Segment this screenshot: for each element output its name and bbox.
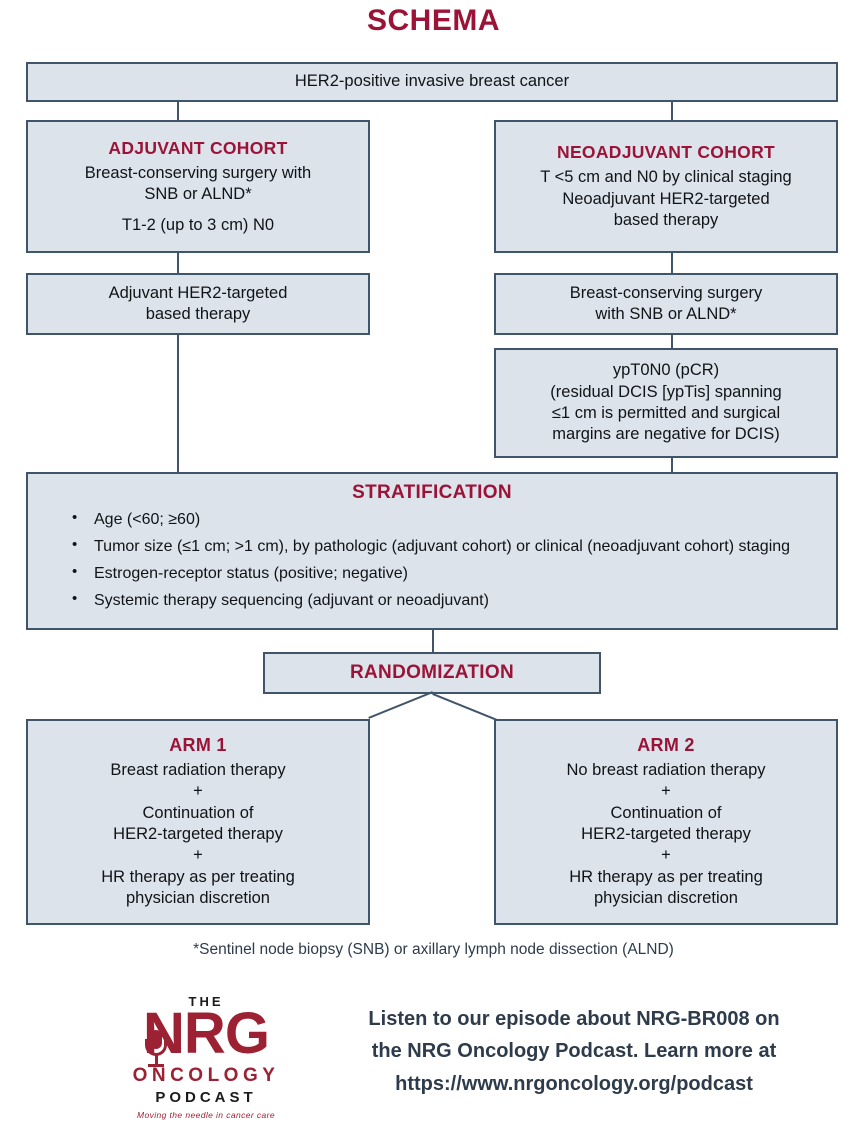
arm2-line-5: physician discretion	[594, 889, 738, 908]
stratification-factor-item: Systemic therapy sequencing (adjuvant or…	[72, 590, 818, 611]
neoadjuvant-cohort-line-2: Neoadjuvant HER2-targeted	[562, 189, 770, 208]
population-box: HER2-positive invasive breast cancer	[26, 62, 838, 102]
pcr-line-2: (residual DCIS [ypTis] spanning	[550, 382, 782, 401]
arm1-plus-1: +	[193, 782, 203, 801]
randomization-box: RANDOMIZATION	[263, 652, 601, 694]
podcast-promo-line-1: Listen to our episode about NRG-BR008 on	[368, 1008, 780, 1030]
adjuvant-cohort-line-2: SNB or ALND*	[144, 185, 252, 204]
pcr-line-4: margins are negative for DCIS)	[552, 425, 780, 444]
arm1-header: ARM 1	[169, 735, 227, 756]
neoadjuvant-cohort-box: NEOADJUVANT COHORT T <5 cm and N0 by cli…	[494, 120, 838, 253]
stratification-box: STRATIFICATION Age (<60; ≥60) Tumor size…	[26, 472, 838, 630]
adjuvant-therapy-box: Adjuvant HER2-targeted based therapy	[26, 273, 370, 335]
logo-the-text: THE	[188, 994, 224, 1009]
pcr-criteria-box: ypT0N0 (pCR) (residual DCIS [ypTis] span…	[494, 348, 838, 458]
adjuvant-therapy-line-2: based therapy	[145, 305, 251, 323]
arm1-line-1: Breast radiation therapy	[110, 760, 286, 779]
arm2-header: ARM 2	[637, 735, 695, 756]
connector-pcr-to-stratification	[671, 458, 673, 472]
logo-podcast-text: PODCAST	[155, 1089, 257, 1106]
podcast-promo-line-2: the NRG Oncology Podcast. Learn more at	[371, 1040, 777, 1063]
arm1-line-3: HER2-targeted therapy	[113, 824, 283, 843]
arm2-line-1: No breast radiation therapy	[566, 760, 766, 779]
connector-adjuvant-to-therapy	[177, 253, 179, 273]
connector-adjuvant-therapy-to-stratification	[177, 335, 179, 472]
footnote: *Sentinel node biopsy (SNB) or axillary …	[193, 941, 674, 958]
nrg-oncology-podcast-logo: THE NRG ONCOLOGY PODCAST Moving the need…	[118, 992, 294, 1124]
connector-stratification-to-randomization	[432, 630, 434, 652]
connector-surgery-to-pcr	[671, 335, 673, 348]
logo-oncology-text: ONCOLOGY	[132, 1065, 280, 1086]
podcast-promo-text: Listen to our episode about NRG-BR008 on…	[300, 1003, 848, 1100]
adjuvant-cohort-header: ADJUVANT COHORT	[108, 137, 288, 158]
arm2-line-2: Continuation of	[610, 803, 722, 822]
arm1-line-4: HR therapy as per treating	[101, 867, 295, 886]
connector-top-to-neoadjuvant	[671, 102, 673, 120]
podcast-promo-url[interactable]: https://www.nrgoncology.org/podcast	[395, 1072, 753, 1095]
arm1-box: ARM 1 Breast radiation therapy + Continu…	[26, 719, 370, 925]
connector-top-to-adjuvant	[177, 102, 179, 120]
pcr-line-1: ypT0N0 (pCR)	[612, 361, 720, 380]
microphone-icon	[145, 1030, 167, 1070]
randomization-header: RANDOMIZATION	[350, 661, 514, 683]
arm1-line-2: Continuation of	[142, 803, 254, 822]
connector-neoadjuvant-to-surgery	[671, 253, 673, 273]
logo-nrg-text: NRG	[143, 1001, 270, 1066]
adjuvant-cohort-box: ADJUVANT COHORT Breast-conserving surger…	[26, 120, 370, 253]
adjuvant-cohort-staging: T1-2 (up to 3 cm) N0	[121, 215, 275, 234]
arm2-line-3: HER2-targeted therapy	[581, 824, 751, 843]
arm2-box: ARM 2 No breast radiation therapy + Cont…	[494, 719, 838, 925]
neoadjuvant-cohort-header: NEOADJUVANT COHORT	[557, 142, 775, 163]
connector-randomization-to-arm2	[432, 693, 497, 721]
arm1-plus-2: +	[193, 846, 203, 865]
population-label: HER2-positive invasive breast cancer	[294, 72, 570, 91]
stratification-factor-item: Age (<60; ≥60)	[72, 509, 818, 530]
connector-randomization-to-arm1	[368, 691, 433, 719]
neoadjuvant-cohort-line-3: based therapy	[613, 211, 719, 230]
neoadjuvant-surgery-line-2: with SNB or ALND*	[595, 305, 737, 323]
logo-tagline: Moving the needle in cancer care	[136, 1110, 275, 1120]
arm2-line-4: HR therapy as per treating	[569, 867, 763, 886]
microphone-base	[148, 1064, 164, 1067]
neoadjuvant-cohort-line-1: T <5 cm and N0 by clinical staging	[540, 168, 792, 187]
stratification-factor-item: Estrogen-receptor status (positive; nega…	[72, 563, 818, 584]
stratification-factor-item: Tumor size (≤1 cm; >1 cm), by pathologic…	[72, 536, 818, 557]
adjuvant-therapy-line-1: Adjuvant HER2-targeted	[108, 283, 288, 302]
adjuvant-cohort-line-1: Breast-conserving surgery with	[84, 163, 312, 182]
stratification-header: STRATIFICATION	[352, 482, 512, 503]
arm2-plus-1: +	[661, 782, 671, 801]
stratification-factor-list: Age (<60; ≥60) Tumor size (≤1 cm; >1 cm)…	[42, 509, 822, 612]
pcr-line-3: ≤1 cm is permitted and surgical	[551, 404, 781, 422]
page-title: SCHEMA	[366, 4, 500, 37]
arm2-plus-2: +	[661, 846, 671, 865]
arm1-line-5: physician discretion	[126, 889, 270, 908]
microphone-stem	[154, 1055, 158, 1065]
microphone-arc	[145, 1039, 167, 1056]
neoadjuvant-surgery-box: Breast-conserving surgery with SNB or AL…	[494, 273, 838, 335]
neoadjuvant-surgery-line-1: Breast-conserving surgery	[569, 283, 763, 302]
